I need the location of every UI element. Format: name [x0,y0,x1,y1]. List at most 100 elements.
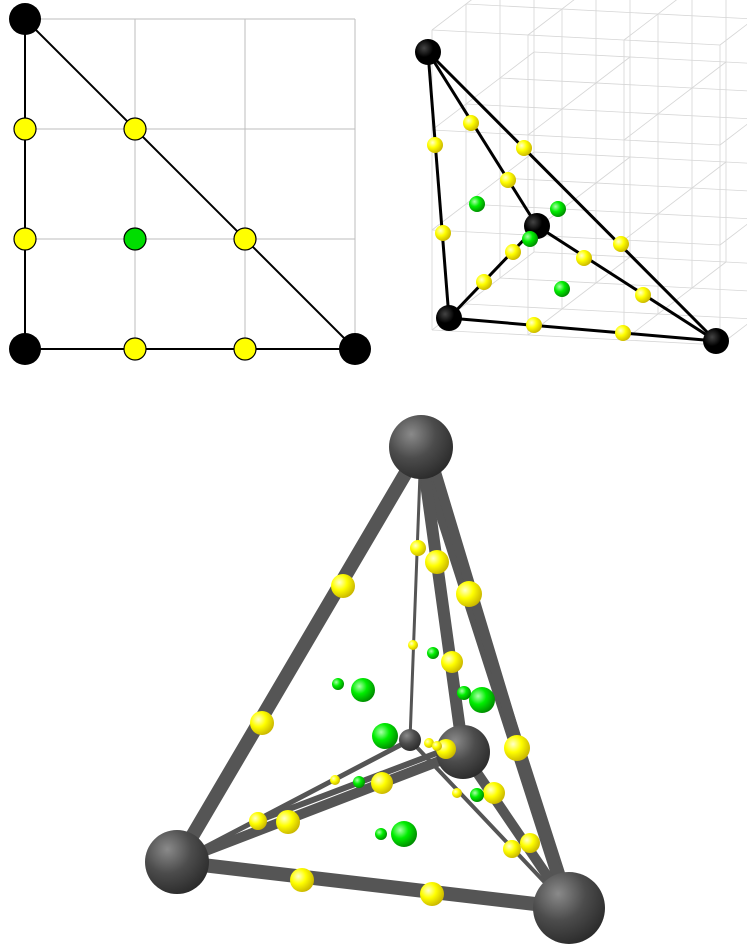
cube-grid-line [623,0,677,41]
edge-node [290,868,314,892]
edge-node [13,117,37,141]
edge-node [463,115,479,131]
tetrahedron-rod [408,445,423,742]
interior-node [351,678,375,702]
edge-node [123,117,147,141]
edge-node [371,772,393,794]
tetrahedron-wire-edges [426,50,718,343]
cube-grid-line [465,103,747,120]
interior-node [332,678,344,690]
triangle-nodes [9,3,371,365]
cube-grid-line [465,3,747,20]
cube-grid-line [431,29,721,46]
edge-node [425,550,449,574]
cube-grid-line [465,203,747,220]
edge-node [520,833,540,853]
interior-node [353,776,365,788]
edge-node [526,317,542,333]
vertex-node [436,305,462,331]
tetrahedron-wireframe-panel [415,0,747,354]
edge-node [331,574,355,598]
edge-node [123,337,147,361]
edge-node [613,236,629,252]
tetrahedron-rod [415,441,469,758]
edge-node [249,812,267,830]
edge-node [408,640,418,650]
interior-node [427,647,439,659]
vertex-node [399,729,421,751]
cube-grid-line [431,151,535,231]
tetrahedron-rod [170,855,576,915]
edge-node [576,250,592,266]
cube-grid-line [533,51,747,64]
edge-node [504,735,530,761]
cube-grid-line [431,0,472,31]
edge-node [476,274,492,290]
vertex-node [9,333,41,365]
tetrahedron-edge [448,316,717,343]
edge-node [432,741,442,751]
edge-node [420,882,444,906]
edge-node [452,788,462,798]
vertex-node [533,872,605,944]
cube-grid-line [623,61,727,141]
tetrahedron-edge [447,224,539,320]
cube-grid-line [533,151,747,164]
tetrahedron-solid-panel [145,415,605,944]
interior-node [372,723,398,749]
tetrahedron-rod [425,447,570,905]
edge-node [330,775,340,785]
vertex-node [389,415,453,479]
cube-grid-line [499,277,747,292]
edge-node [615,325,631,341]
triangle-edges [24,16,358,350]
cube-grid-line [527,256,631,336]
tetrahedron-rod [170,440,428,869]
cube-grid-line [719,123,747,146]
tetrahedron-wire-nodes [415,39,729,354]
interior-node [470,788,484,802]
tetrahedron-rods [170,440,576,915]
edge-node [456,581,482,607]
tetrahedron-edge [536,224,717,343]
cube-grid-line [719,323,747,346]
edge-node [276,810,300,834]
edge-node [635,287,651,303]
interior-node [469,687,495,713]
triangle-2d-panel [9,3,371,365]
edge-node [516,140,532,156]
cube-grid-line [719,23,747,46]
triangle-outline [24,16,358,350]
vertex-node [703,328,729,354]
tetrahedron-solid-nodes [145,415,605,944]
tetrahedron-rod [172,747,468,867]
tetrahedron-rod [174,737,413,865]
cube-grid-line [431,129,721,146]
edge-node [505,244,521,260]
interior-node [554,281,570,297]
interior-node [550,201,566,217]
edge-node [233,337,257,361]
tetrahedron-rod [408,738,571,910]
edge-node [410,540,426,556]
tetrahedron-edge [426,51,539,227]
cube-grid [431,0,747,346]
cube-grid-line [527,56,631,136]
edge-node [427,137,443,153]
vertex-node [415,39,441,65]
edge-node [500,172,516,188]
interior-node [123,227,147,251]
cube-grid-line [431,329,721,346]
edge-node [250,711,274,735]
edge-node [435,225,451,241]
vertex-node [339,333,371,365]
cube-grid-line [499,177,747,192]
tetrahedron-edge [426,51,451,319]
interior-node [522,231,538,247]
cube-grid-line [431,51,535,131]
interior-node [457,686,471,700]
interior-node [469,196,485,212]
cube-grid-line [623,161,727,241]
vertex-node [436,725,490,779]
